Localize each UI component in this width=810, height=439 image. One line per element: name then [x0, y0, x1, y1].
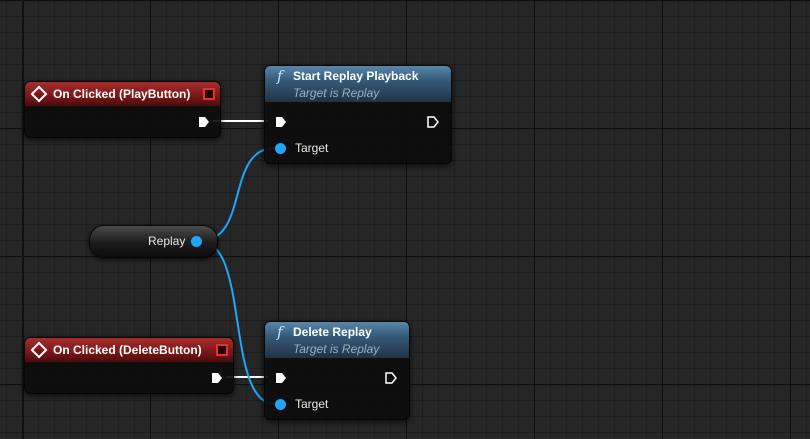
event-node-header: On Clicked (PlayButton): [25, 82, 220, 106]
exec-in-pin-icon[interactable]: [275, 116, 287, 128]
diamond-event-icon: [30, 85, 48, 103]
function-node-start-replay-playback[interactable]: f Start Replay Playback Target is Replay…: [264, 65, 452, 164]
target-pin-label: Target: [295, 397, 329, 411]
diamond-event-icon: [30, 341, 48, 359]
object-pin-icon[interactable]: [275, 143, 286, 154]
function-node-subtitle: Target is Replay: [293, 86, 380, 100]
function-node-header: f Delete Replay Target is Replay: [265, 322, 409, 358]
object-pin-icon[interactable]: [191, 236, 202, 247]
exec-out-pin-icon[interactable]: [385, 372, 397, 384]
exec-in-pin-icon[interactable]: [275, 372, 287, 384]
function-f-icon: f: [277, 323, 283, 341]
variable-node-replay[interactable]: Replay: [89, 225, 218, 258]
event-node-title: On Clicked (DeleteButton): [53, 343, 202, 357]
stop-square-icon: [216, 344, 228, 356]
event-node-play-button[interactable]: On Clicked (PlayButton): [24, 81, 221, 138]
variable-label: Replay: [148, 234, 186, 248]
exec-out-pin-icon[interactable]: [198, 116, 210, 128]
exec-out-pin-icon[interactable]: [427, 116, 439, 128]
object-pin-icon[interactable]: [275, 399, 286, 410]
function-node-title: Start Replay Playback: [293, 69, 419, 83]
event-node-delete-button[interactable]: On Clicked (DeleteButton): [24, 337, 234, 394]
function-node-header: f Start Replay Playback Target is Replay: [265, 66, 451, 102]
function-node-title: Delete Replay: [293, 325, 372, 339]
function-node-subtitle: Target is Replay: [293, 342, 380, 356]
stop-square-icon: [203, 88, 215, 100]
function-f-icon: f: [277, 67, 283, 85]
function-node-delete-replay[interactable]: f Delete Replay Target is Replay Target: [264, 321, 410, 420]
event-node-title: On Clicked (PlayButton): [53, 87, 191, 101]
target-pin-label: Target: [295, 141, 329, 155]
event-node-header: On Clicked (DeleteButton): [25, 338, 233, 362]
exec-out-pin-icon[interactable]: [211, 372, 223, 384]
